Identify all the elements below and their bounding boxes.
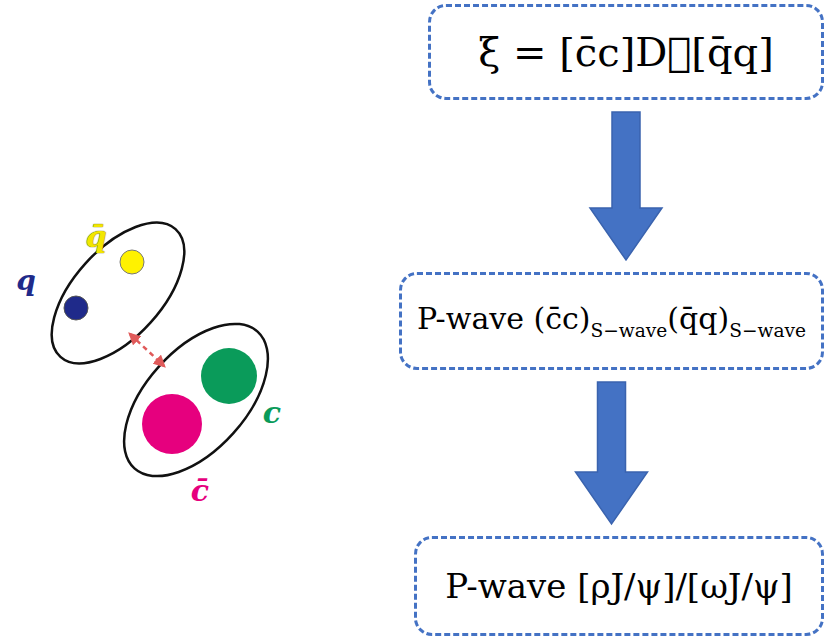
meson-ellipse	[28, 200, 208, 387]
dashed-box: P-wave (c̄c)S−wave(q̄q)S−wave	[399, 272, 824, 370]
antiquark-label: q̄	[86, 219, 107, 254]
anticharm-label: c̄	[191, 473, 209, 508]
charmonium-ellipse	[97, 298, 294, 502]
subscript-text: S−wave	[729, 320, 806, 341]
formula-text: ξ = [c̄c]D⃡[q̄q]	[478, 29, 774, 75]
subscript-text: S−wave	[591, 320, 668, 341]
charm-dot	[201, 348, 257, 404]
text-line: P-wave [ρJ/ψ]/[ωJ/ψ]	[445, 566, 793, 606]
dashed-box: ξ = [c̄c]D⃡[q̄q]	[428, 4, 824, 100]
antiquark-dot	[120, 250, 144, 274]
text-line: ξ = [c̄c]D⃡[q̄q]	[478, 29, 774, 75]
block-arrow	[590, 112, 662, 260]
quark-dot	[64, 296, 88, 320]
text-line: P-wave (c̄c)S−wave(q̄q)S−wave	[417, 301, 806, 341]
block-arrow	[576, 382, 648, 524]
charm-label: c	[263, 395, 281, 430]
wave-text: (q̄q)	[667, 301, 729, 336]
wave-text: P-wave [ρJ/ψ]/[ωJ/ψ]	[445, 566, 793, 606]
dashed-box: P-wave [ρJ/ψ]/[ωJ/ψ]	[414, 536, 824, 636]
quark-label: q	[16, 264, 36, 297]
wave-text: P-wave (c̄c)	[417, 301, 591, 336]
anticharm-dot	[142, 394, 202, 454]
interaction-arrow	[130, 334, 164, 366]
